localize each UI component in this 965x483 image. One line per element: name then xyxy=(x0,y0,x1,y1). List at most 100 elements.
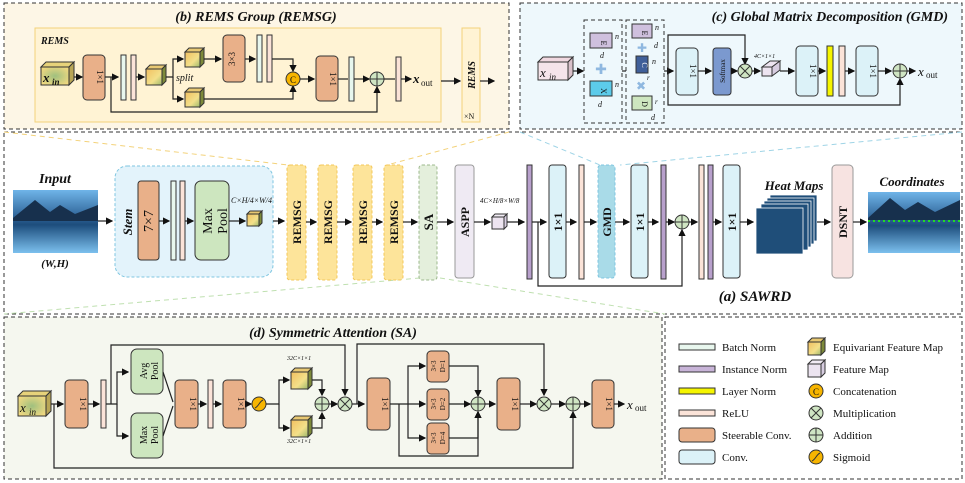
conv-label: 1×1 xyxy=(95,70,105,84)
svg-text:Avg: Avg xyxy=(139,363,150,379)
feature-map xyxy=(760,60,782,77)
legend-label: ReLU xyxy=(722,408,749,420)
mountain-shape xyxy=(13,200,98,221)
svg-text:SA: SA xyxy=(421,213,436,230)
relu xyxy=(100,379,107,429)
repeat-count: ×N xyxy=(464,112,475,121)
svg-text:n: n xyxy=(615,32,619,41)
avg-pool xyxy=(130,348,164,395)
legend-swatch xyxy=(678,449,716,465)
svg-text:E: E xyxy=(599,41,608,46)
legend-label: Batch Norm xyxy=(722,342,777,354)
svg-text:DSNT: DSNT xyxy=(836,206,850,238)
input-image xyxy=(13,190,98,253)
svg-text:1×1: 1×1 xyxy=(604,397,614,411)
x-in-cube-c: x in xyxy=(536,55,575,82)
kernel-label: 3×3 xyxy=(430,432,438,443)
svg-text:in: in xyxy=(29,407,37,417)
svg-text:1×1: 1×1 xyxy=(510,397,520,411)
conv-label: 1×1 xyxy=(328,72,338,86)
svg-text:D: D xyxy=(640,101,649,107)
panel-b-remsg: (b) REMS Group (REMSG) REMS x in 1×1 spl… xyxy=(3,2,510,130)
svg-text:r: r xyxy=(647,74,650,82)
rems-repeat-block xyxy=(461,27,481,123)
svg-text:7×7: 7×7 xyxy=(142,210,157,232)
legend-label: Concatenation xyxy=(833,386,897,398)
svg-text:Max: Max xyxy=(139,426,150,444)
dims-label: 4C×1×1 xyxy=(754,53,775,60)
svg-text:x: x xyxy=(626,397,633,412)
instance-norm xyxy=(660,164,667,280)
svg-text:Softmax: Softmax xyxy=(719,59,727,83)
panel-b-title: (b) REMS Group (REMSG) xyxy=(175,10,336,25)
kernel-label: 3×3 xyxy=(430,360,438,371)
remsg-label: REMSG xyxy=(321,200,335,244)
concatenation-icon xyxy=(808,383,824,399)
dilation-label: D=2 xyxy=(439,397,447,410)
legend-swatch xyxy=(678,427,716,443)
svg-text:out: out xyxy=(635,403,647,413)
svg-text:n: n xyxy=(652,57,656,66)
dims-bottom: 32C×1×1 xyxy=(286,439,311,445)
feature-map-icon xyxy=(807,363,822,378)
svg-text:x: x xyxy=(539,65,546,80)
svg-text:C: C xyxy=(640,62,649,67)
svg-text:d: d xyxy=(651,113,656,122)
svg-text:C: C xyxy=(813,387,819,397)
output-image xyxy=(868,192,960,253)
equivariant-feature-map-bottom xyxy=(183,86,206,109)
x-in-sub: in xyxy=(52,77,60,87)
instance-norm xyxy=(707,164,714,280)
equivariant-feature-map xyxy=(144,63,168,87)
legend-swatch xyxy=(678,343,716,351)
svg-text:ASPP: ASPP xyxy=(458,207,472,237)
dilation-label: D=1 xyxy=(439,359,447,372)
relu xyxy=(179,180,186,261)
batch-norm xyxy=(256,34,263,83)
input-label: Input xyxy=(38,172,72,187)
panel-d-frame xyxy=(3,316,663,480)
legend-swatch xyxy=(678,365,716,373)
svg-text:GMD: GMD xyxy=(600,207,614,237)
svg-text:n: n xyxy=(655,23,659,32)
equivariant-feature-map-top xyxy=(289,366,314,391)
svg-text:1×1: 1×1 xyxy=(78,397,88,411)
svg-text:1×1: 1×1 xyxy=(688,64,698,78)
multiply-icon: ✖ xyxy=(636,79,646,93)
x-out-sub: out xyxy=(421,78,433,88)
svg-text:r: r xyxy=(655,98,658,106)
main-title: (a) SAWRD xyxy=(719,289,792,305)
feature-map xyxy=(490,212,509,231)
relu xyxy=(698,164,705,280)
remsg-label: REMSG xyxy=(387,200,401,244)
relu xyxy=(266,34,273,83)
conv-label: 3×3 xyxy=(227,51,237,66)
svg-text:1×1: 1×1 xyxy=(633,213,647,232)
legend-swatch xyxy=(678,409,716,417)
svg-text:1×1: 1×1 xyxy=(551,213,565,232)
x-in-cube-b: x in xyxy=(39,60,76,87)
rems-label: REMS xyxy=(40,36,69,47)
legend-label: Steerable Conv. xyxy=(722,430,792,442)
legend-label: Multiplication xyxy=(833,408,896,420)
svg-text:out: out xyxy=(926,70,938,80)
gmd-block xyxy=(597,164,616,279)
batch-norm xyxy=(120,54,127,101)
legend-label: Equivariant Feature Map xyxy=(833,342,943,354)
coordinates-label: Coordinates xyxy=(879,174,944,189)
instance-norm xyxy=(526,164,533,280)
svg-text:x: x xyxy=(19,400,26,415)
legend-label: Addition xyxy=(833,430,873,442)
panel-c-title: (c) Global Matrix Decomposition (GMD) xyxy=(712,10,948,25)
svg-text:Pool: Pool xyxy=(216,208,231,234)
x-in-label: x xyxy=(42,70,50,85)
kernel-label: 3×3 xyxy=(430,398,438,409)
x-out-label: x xyxy=(412,71,420,86)
matrix-x xyxy=(589,80,613,97)
legend-swatch xyxy=(678,387,716,395)
remsg-label: REMSG xyxy=(290,200,304,244)
batch-norm xyxy=(348,56,355,102)
matrix-d xyxy=(631,95,653,111)
